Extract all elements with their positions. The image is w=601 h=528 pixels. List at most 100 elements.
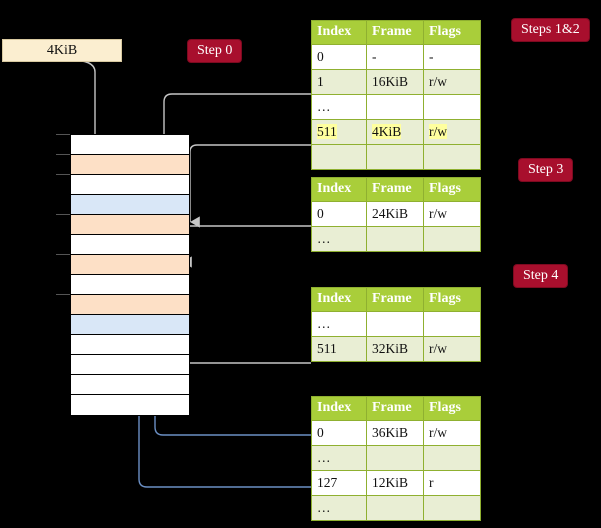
badge-step-0: Step 0 bbox=[188, 40, 242, 62]
table-cell bbox=[366, 311, 424, 337]
table-cell: 0 bbox=[311, 420, 367, 446]
memory-frame-row bbox=[71, 275, 189, 295]
column-header-index: Index bbox=[311, 177, 367, 202]
wire-pt3-to-strip bbox=[181, 225, 311, 268]
frame-tick-mark bbox=[56, 214, 70, 215]
badge-step-0-label: Step 0 bbox=[197, 43, 233, 58]
column-header-flags: Flags bbox=[423, 177, 481, 202]
column-header-index: Index bbox=[311, 396, 367, 421]
badge-step-3-label: Step 3 bbox=[528, 162, 564, 177]
table-row: … bbox=[311, 226, 481, 252]
table-cell: 16KiB bbox=[366, 69, 424, 95]
table-cell: … bbox=[311, 94, 367, 120]
table-cell bbox=[366, 226, 424, 252]
table-row: … bbox=[311, 311, 481, 337]
column-header-index: Index bbox=[311, 20, 367, 45]
highlighted-value: 4KiB bbox=[372, 124, 402, 139]
table-cell: r/w bbox=[423, 420, 481, 446]
memory-frame-row bbox=[71, 375, 189, 395]
table-cell bbox=[423, 495, 481, 521]
column-header-flags: Flags bbox=[423, 287, 481, 312]
table-cell bbox=[423, 144, 481, 170]
table-cell: 511 bbox=[311, 336, 367, 362]
frame-tick-mark bbox=[56, 174, 70, 175]
column-header-frame: Frame bbox=[366, 287, 424, 312]
column-header-flags: Flags bbox=[423, 20, 481, 45]
table-cell: - bbox=[423, 44, 481, 70]
memory-frame-row bbox=[71, 235, 189, 255]
table-cell bbox=[311, 144, 367, 170]
table-cell: 511 bbox=[311, 119, 367, 145]
badge-step-4-label: Step 4 bbox=[523, 268, 559, 283]
table-cell: r/w bbox=[423, 336, 481, 362]
memory-frame-row bbox=[71, 155, 189, 175]
highlighted-value: r/w bbox=[429, 124, 447, 139]
table-cell: 12KiB bbox=[366, 470, 424, 496]
table-cell bbox=[423, 445, 481, 471]
table-cell bbox=[423, 94, 481, 120]
wire-strip-to-pt2 bbox=[172, 306, 311, 364]
column-header-frame: Frame bbox=[366, 177, 424, 202]
table-cell: … bbox=[311, 226, 367, 252]
column-header-frame: Frame bbox=[366, 396, 424, 421]
table-row: … bbox=[311, 445, 481, 471]
badge-steps-1-2: Steps 1&2 bbox=[512, 19, 589, 41]
frame-tick-mark bbox=[56, 254, 70, 255]
memory-frame-row bbox=[71, 335, 189, 355]
table-cell: … bbox=[311, 495, 367, 521]
table-cell: … bbox=[311, 445, 367, 471]
table-cell bbox=[423, 226, 481, 252]
table-cell: 127 bbox=[311, 470, 367, 496]
wire-strip-to-pt4-511 bbox=[189, 144, 311, 160]
memory-frame-row bbox=[71, 395, 189, 415]
column-header-frame: Frame bbox=[366, 20, 424, 45]
badge-step-4: Step 4 bbox=[514, 265, 568, 287]
table-cell: r/w bbox=[423, 119, 481, 145]
table-cell: r/w bbox=[423, 69, 481, 95]
table-row: 0-- bbox=[311, 44, 481, 70]
memory-frame-row bbox=[71, 355, 189, 375]
memory-frame-row bbox=[71, 255, 189, 275]
memory-frame-row bbox=[71, 195, 189, 215]
page-size-box: 4KiB bbox=[2, 39, 122, 62]
badge-steps-1-2-label: Steps 1&2 bbox=[521, 22, 580, 37]
memory-frame-row bbox=[71, 315, 189, 335]
physical-memory-strip bbox=[70, 134, 190, 416]
table-cell: 1 bbox=[311, 69, 367, 95]
page-size-label: 4KiB bbox=[46, 43, 78, 58]
table-cell: 24KiB bbox=[366, 201, 424, 227]
table-cell: - bbox=[366, 44, 424, 70]
table-cell bbox=[366, 144, 424, 170]
table-cell: 4KiB bbox=[366, 119, 424, 145]
table-cell: 36KiB bbox=[366, 420, 424, 446]
memory-frame-row bbox=[71, 215, 189, 235]
table-cell bbox=[366, 445, 424, 471]
frame-tick-mark bbox=[56, 134, 70, 135]
highlighted-value: 511 bbox=[317, 124, 337, 139]
memory-frame-row bbox=[71, 295, 189, 315]
memory-frame-row bbox=[71, 175, 189, 195]
frame-tick-mark bbox=[56, 294, 70, 295]
table-cell: 32KiB bbox=[366, 336, 424, 362]
table-cell bbox=[366, 495, 424, 521]
table-row bbox=[311, 144, 481, 170]
table-row: … bbox=[311, 495, 481, 521]
table-cell: r bbox=[423, 470, 481, 496]
table-cell: r/w bbox=[423, 201, 481, 227]
table-cell bbox=[423, 311, 481, 337]
table-cell: 0 bbox=[311, 44, 367, 70]
